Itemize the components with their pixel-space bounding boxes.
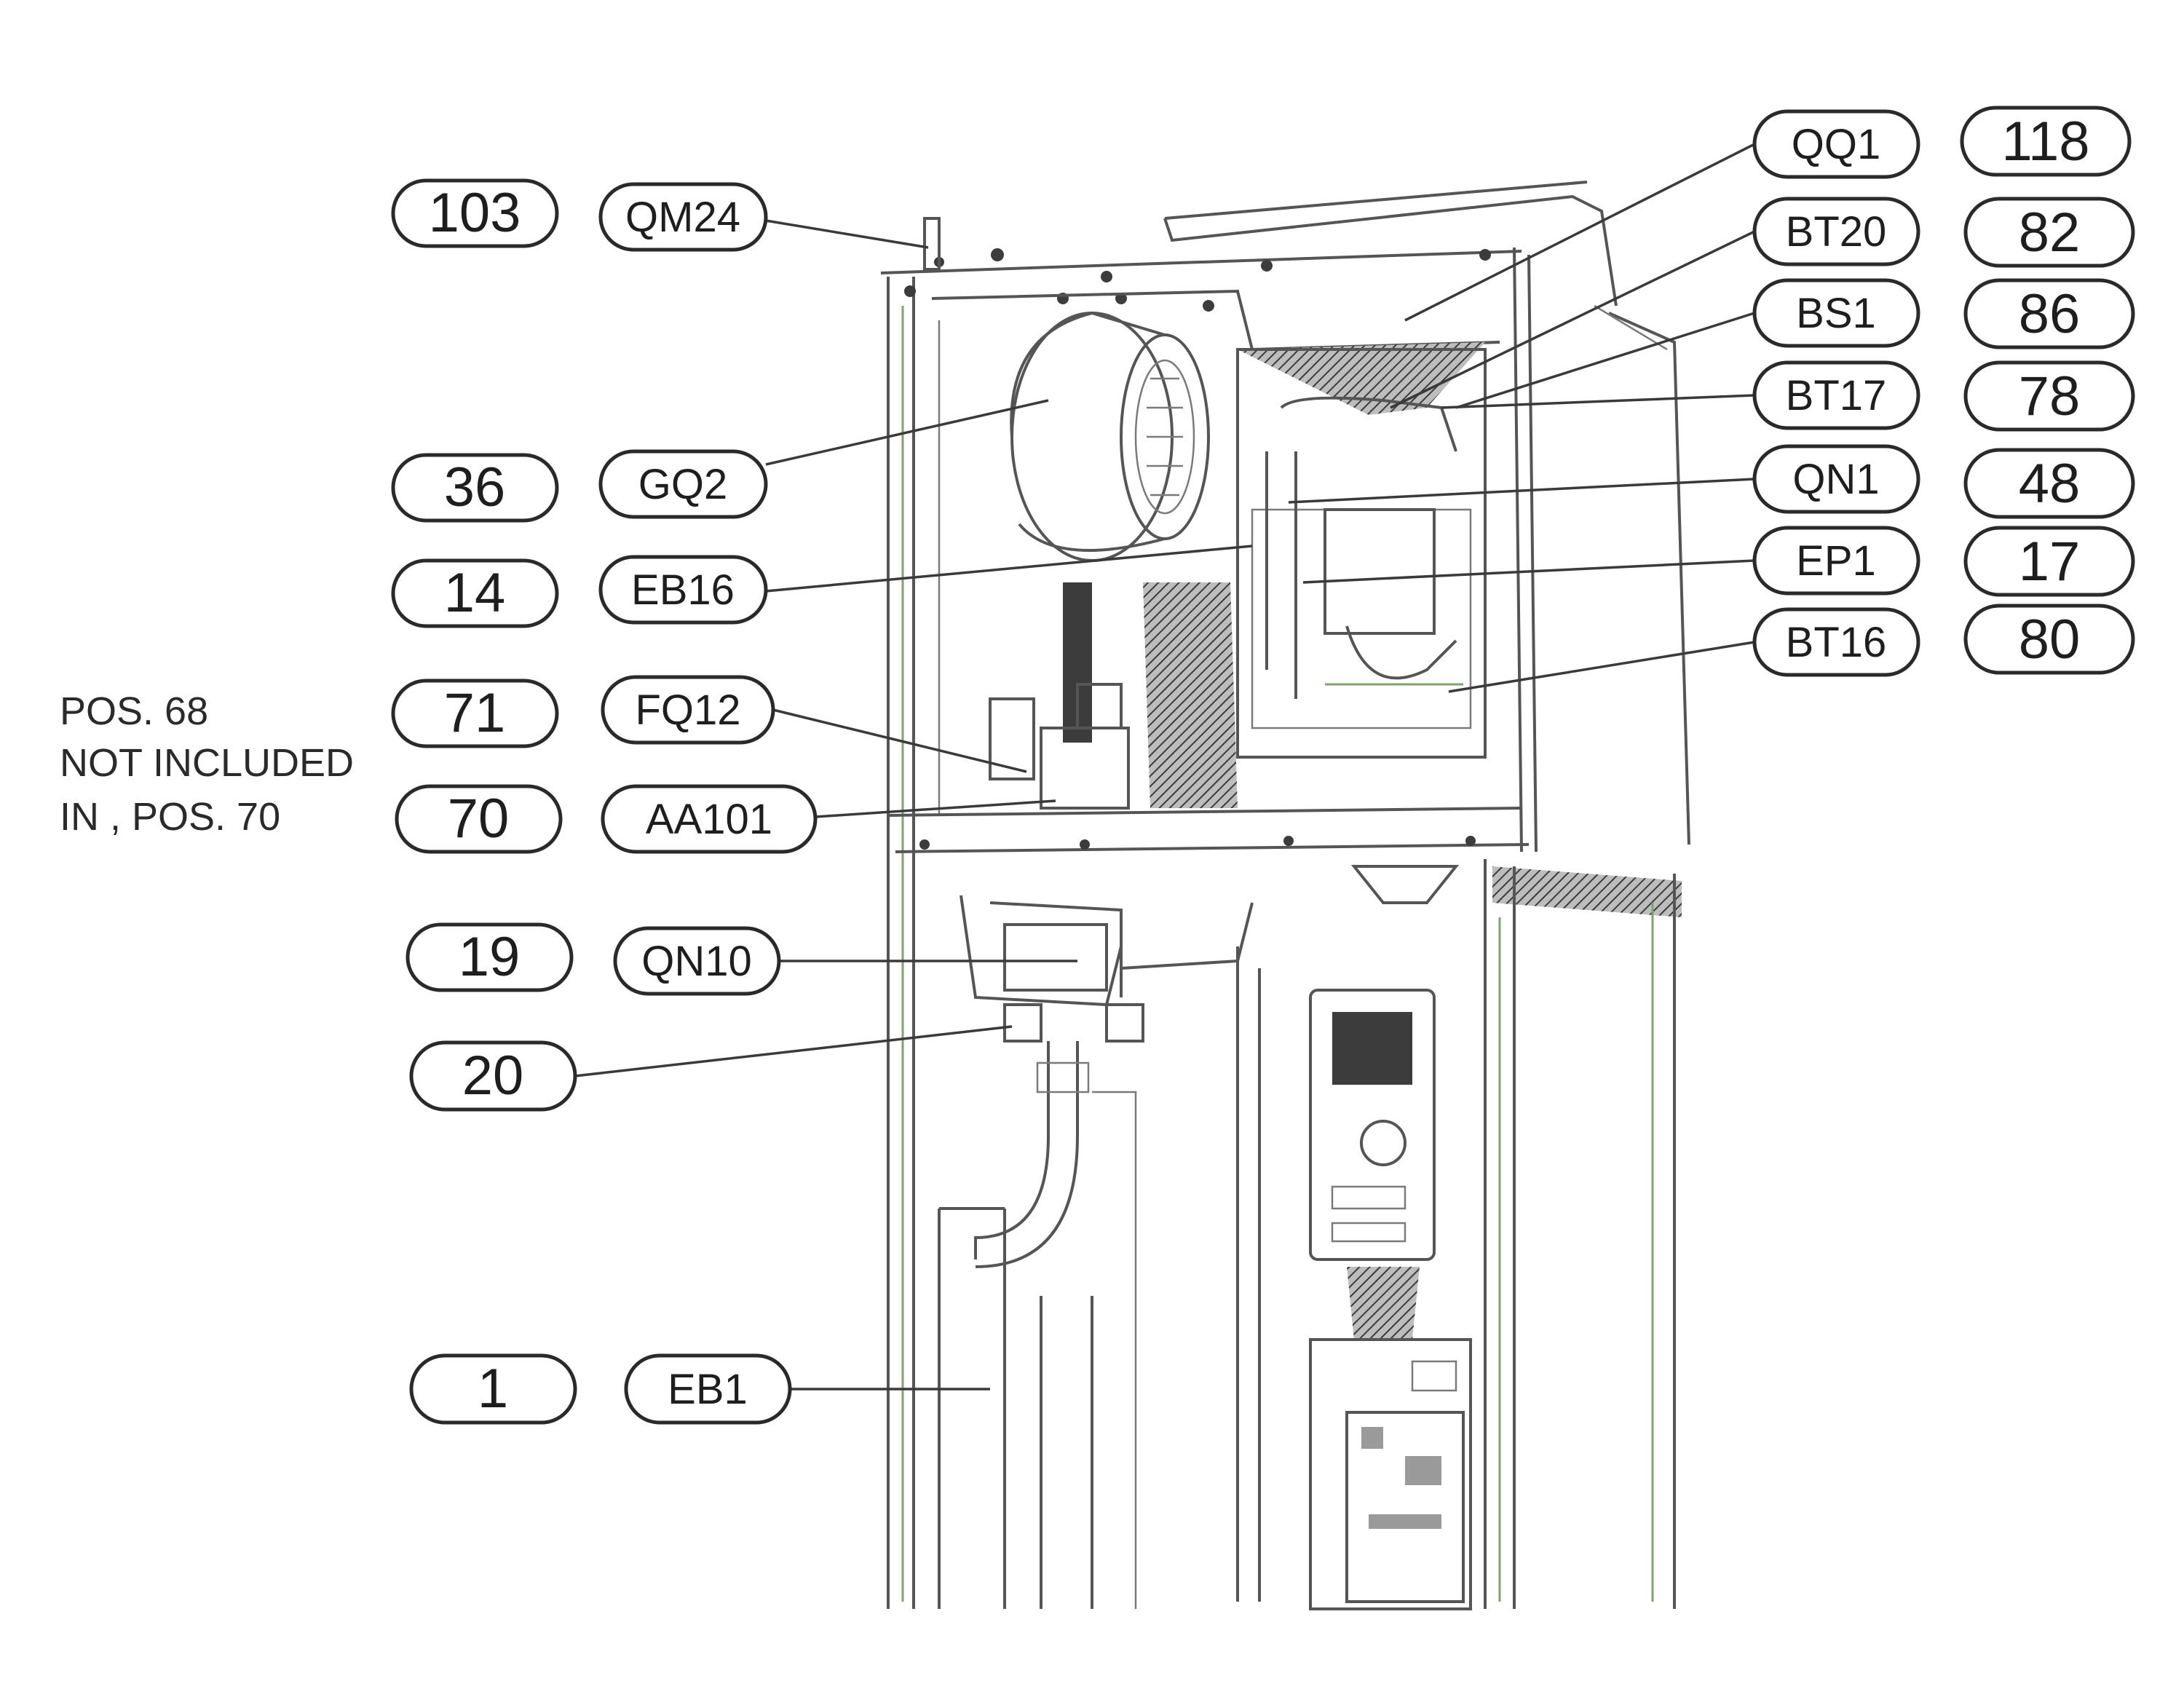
svg-text:QQ1: QQ1 (1792, 121, 1881, 168)
left-callouts: 103 QM24 36 GQ2 14 EB16 71 (391, 178, 818, 1425)
callout-number-36: 36 (391, 453, 559, 523)
svg-text:1: 1 (478, 1358, 508, 1420)
note-block: POS. 68 NOT INCLUDED IN , POS. 70 (60, 689, 354, 839)
callout-code-eb1: EB1 (624, 1353, 792, 1425)
unit-illustration (880, 181, 1690, 1610)
callout-number-17: 17 (1963, 526, 2135, 597)
callout-code-fq12: FQ12 (601, 675, 775, 745)
svg-text:QN1: QN1 (1792, 456, 1879, 503)
callout-code-bt16: BT16 (1752, 607, 1920, 677)
svg-text:103: 103 (429, 182, 521, 244)
callout-number-80: 80 (1963, 604, 2135, 675)
svg-text:GQ2: GQ2 (638, 461, 728, 508)
svg-text:82: 82 (2019, 202, 2081, 264)
callout-code-ep1: EP1 (1752, 526, 1920, 596)
svg-text:EP1: EP1 (1796, 537, 1876, 585)
leader-aa101 (815, 799, 1056, 818)
svg-text:48: 48 (2019, 453, 2081, 515)
note-line-1: POS. 68 (60, 689, 208, 733)
svg-text:EB1: EB1 (668, 1366, 748, 1413)
leader-bt17 (1441, 394, 1755, 409)
leader-fq12 (772, 708, 1027, 773)
callout-number-1: 1 (409, 1353, 577, 1425)
svg-text:BT17: BT17 (1786, 372, 1887, 419)
callout-number-19: 19 (405, 922, 574, 992)
callout-number-48: 48 (1963, 448, 2135, 519)
svg-text:QN10: QN10 (641, 938, 752, 985)
callout-code-gq2: GQ2 (598, 449, 768, 519)
svg-text:AA101: AA101 (646, 796, 772, 843)
right-callouts: QQ1 118 BT20 82 BS1 86 BT17 (1752, 106, 2135, 677)
callout-code-bt17: BT17 (1752, 360, 1920, 430)
callout-number-20: 20 (409, 1040, 577, 1112)
callout-code-qn1: QN1 (1752, 444, 1920, 514)
callout-number-82: 82 (1963, 197, 2135, 268)
svg-text:QM24: QM24 (625, 194, 740, 241)
leader-eb16 (765, 545, 1253, 593)
svg-text:19: 19 (459, 926, 521, 988)
leader-ep1 (1302, 559, 1755, 584)
callout-number-86: 86 (1963, 278, 2135, 349)
svg-text:FQ12: FQ12 (635, 687, 740, 734)
callout-code-bs1: BS1 (1752, 278, 1920, 348)
svg-text:BT16: BT16 (1786, 619, 1887, 666)
svg-text:EB16: EB16 (631, 566, 735, 614)
svg-text:118: 118 (2001, 111, 2089, 173)
leader-gq2 (765, 399, 1049, 466)
leader-lines (574, 143, 1755, 1391)
callout-code-bt20: BT20 (1752, 197, 1920, 266)
callout-number-14: 14 (391, 558, 559, 628)
leader-20 (574, 1025, 1013, 1077)
svg-text:BS1: BS1 (1796, 290, 1876, 337)
callout-number-71: 71 (391, 679, 559, 748)
leader-qm24 (765, 219, 929, 249)
svg-text:70: 70 (448, 788, 510, 850)
note-line-3: IN , POS. 70 (60, 795, 280, 839)
leader-bt16 (1448, 641, 1755, 693)
svg-text:BT20: BT20 (1786, 208, 1887, 256)
svg-text:36: 36 (444, 456, 506, 518)
svg-text:86: 86 (2019, 283, 2081, 345)
svg-text:20: 20 (462, 1045, 524, 1107)
callout-number-78: 78 (1963, 360, 2135, 432)
callout-code-aa101: AA101 (601, 784, 818, 854)
callout-code-qm24: QM24 (598, 182, 768, 252)
callout-number-103: 103 (391, 178, 559, 248)
svg-text:80: 80 (2019, 609, 2081, 671)
leader-bs1 (1455, 312, 1755, 409)
leader-qn1 (1288, 478, 1755, 504)
callout-code-qn10: QN10 (613, 926, 781, 996)
callout-code-eb16: EB16 (598, 555, 768, 625)
callout-number-70: 70 (395, 784, 563, 854)
leader-qq1 (1404, 143, 1755, 322)
leader-bt20 (1390, 230, 1755, 409)
note-line-2: NOT INCLUDED (60, 741, 354, 785)
svg-text:78: 78 (2019, 365, 2081, 427)
callout-code-qq1: QQ1 (1752, 109, 1920, 179)
svg-text:17: 17 (2019, 531, 2081, 593)
callout-number-118: 118 (1960, 106, 2132, 177)
svg-text:71: 71 (444, 682, 506, 744)
svg-text:14: 14 (444, 562, 506, 624)
